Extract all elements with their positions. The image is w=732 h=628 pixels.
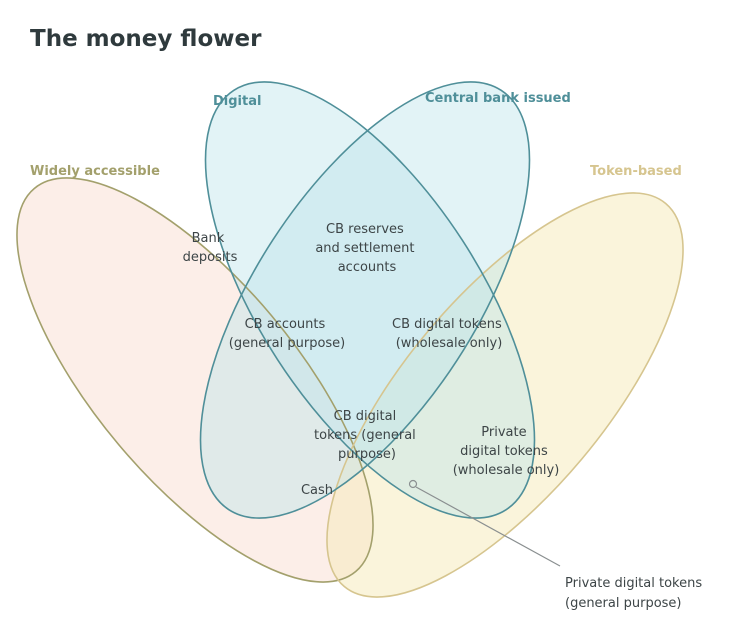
region-cash: Cash <box>301 483 333 498</box>
region-private-digital-tokens-general: Private digital tokens (general purpose) <box>565 576 706 611</box>
set-label-token-based: Token-based <box>590 164 682 179</box>
region-cb-digital-tokens-wholesale: CB digital tokens (wholesale only) <box>392 317 506 351</box>
callout-dot <box>408 479 418 489</box>
set-label-widely-accessible: Widely accessible <box>30 164 160 179</box>
token-based-outline <box>326 192 684 598</box>
digital-fill <box>205 81 535 519</box>
set-fills <box>16 81 684 598</box>
region-cb-reserves: CB reserves and settlement accounts <box>315 222 418 275</box>
widely-accessible-outline <box>16 177 374 583</box>
widely-accessible-fill <box>16 177 374 583</box>
central-bank-issued-outline <box>199 81 531 519</box>
region-private-digital-tokens-wholesale: Private digital tokens (wholesale only) <box>453 425 560 478</box>
region-cb-digital-tokens-general: CB digital tokens (general purpose) <box>314 409 420 462</box>
region-bank-deposits: Bank deposits <box>183 231 238 265</box>
set-label-digital: Digital <box>213 94 261 109</box>
set-outlines <box>16 81 684 598</box>
callout-line <box>415 486 561 567</box>
region-cb-accounts: CB accounts (general purpose) <box>229 317 346 351</box>
digital-outline <box>204 81 536 519</box>
set-label-central-bank-issued: Central bank issued <box>425 91 571 106</box>
token-based-fill <box>326 192 684 598</box>
central-bank-issued-fill <box>200 81 530 519</box>
callout-pointer <box>408 479 561 567</box>
diagram-title: The money flower <box>30 26 262 52</box>
